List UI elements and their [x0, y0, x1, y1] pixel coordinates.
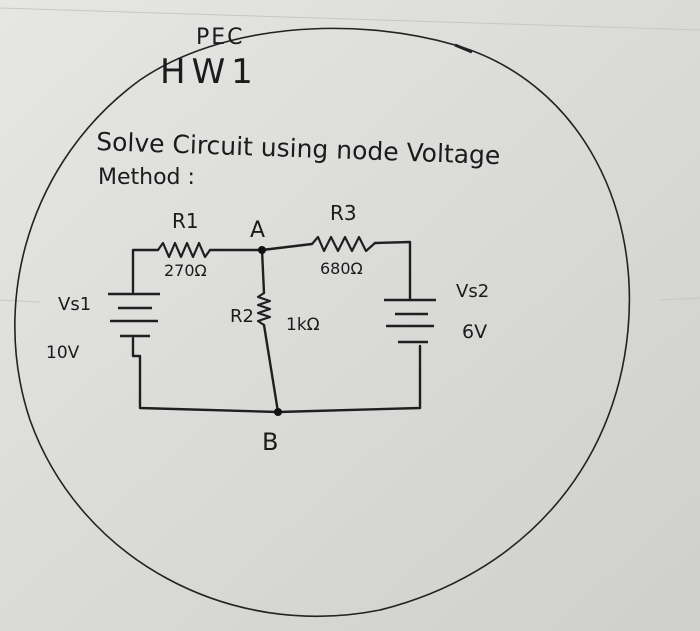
- paper-lines: [0, 7, 700, 303]
- r2-value: 1kΩ: [286, 315, 320, 335]
- r3-label: R3: [330, 201, 357, 225]
- vs2-label: Vs2: [456, 281, 489, 302]
- r1-label: R1: [172, 209, 199, 233]
- node-a-label: A: [250, 218, 265, 243]
- node-a-dot: [258, 246, 266, 254]
- vs2-value: 6V: [462, 321, 487, 343]
- course-code: PEC: [196, 25, 245, 50]
- r3-value: 680Ω: [320, 259, 363, 278]
- vs1-value: 10V: [46, 343, 80, 363]
- problem-line-2: Method :: [98, 165, 195, 190]
- r1-resistor: [157, 241, 211, 259]
- homework-title: HW1: [160, 52, 259, 92]
- hand-drawn-circle: [14, 27, 631, 618]
- r3-resistor: [311, 235, 376, 253]
- node-b-dot: [274, 408, 282, 416]
- node-b-label: B: [262, 428, 278, 456]
- vs2-battery: [384, 298, 436, 344]
- circuit-wires: [131, 240, 422, 414]
- r2-label: R2: [230, 306, 254, 327]
- r2-resistor: [256, 292, 272, 326]
- r1-value: 270Ω: [164, 261, 207, 280]
- vs1-battery: [108, 292, 160, 338]
- vs1-label: Vs1: [58, 294, 91, 315]
- pen-mark: [454, 43, 473, 54]
